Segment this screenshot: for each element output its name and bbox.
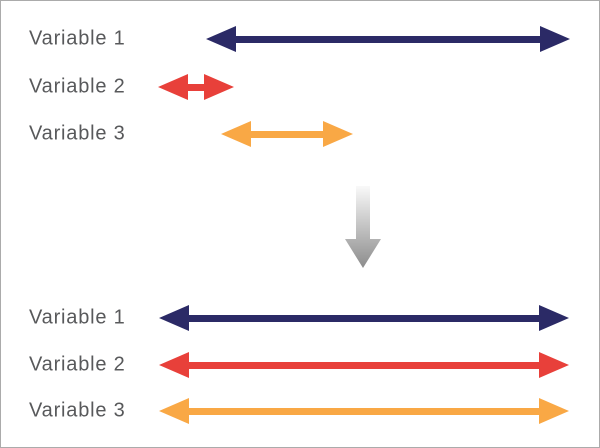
before-variable-2-label: Variable 2 bbox=[29, 75, 126, 98]
after-variable-1-label: Variable 1 bbox=[29, 306, 126, 329]
before-variable-3-range-arrow bbox=[221, 121, 353, 147]
after-variable-2-range-arrow bbox=[159, 352, 569, 378]
arrow-shaft bbox=[184, 407, 544, 415]
before-variable-3-label: Variable 3 bbox=[29, 122, 126, 145]
arrow-shaft bbox=[183, 83, 209, 91]
transform-down-arrow-icon bbox=[345, 186, 381, 268]
after-variable-3-range-arrow bbox=[159, 398, 569, 424]
arrow-shaft bbox=[184, 314, 544, 322]
after-variable-2-label: Variable 2 bbox=[29, 353, 126, 376]
arrow-shaft bbox=[184, 361, 544, 369]
after-variable-1-range-arrow bbox=[159, 305, 569, 331]
after-variable-3-label: Variable 3 bbox=[29, 399, 126, 422]
arrow-shaft bbox=[231, 35, 545, 43]
before-variable-1-label: Variable 1 bbox=[29, 27, 126, 50]
before-variable-1-range-arrow bbox=[206, 26, 570, 52]
before-variable-2-range-arrow bbox=[158, 74, 234, 100]
arrow-shaft bbox=[246, 130, 328, 138]
